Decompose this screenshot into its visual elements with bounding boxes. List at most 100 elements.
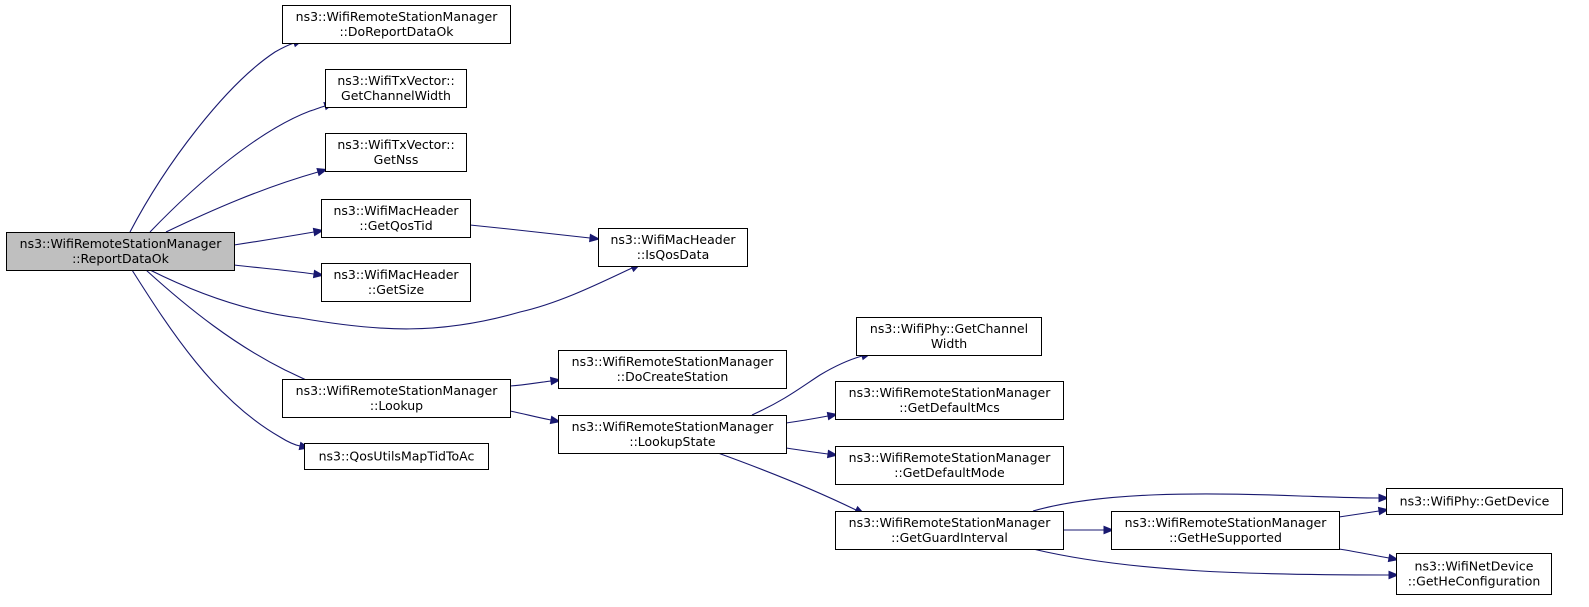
node-label: ns3::WifiNetDevice xyxy=(1415,559,1534,574)
node-phychw[interactable]: ns3::WifiPhy::GetChannelWidth xyxy=(856,317,1042,356)
node-box xyxy=(835,381,1064,420)
edge-arrowhead xyxy=(312,227,325,237)
edge-hesup-to-heconf xyxy=(1338,548,1400,563)
edges-layer xyxy=(129,39,1400,580)
node-getsize[interactable]: ns3::WifiMacHeader::GetSize xyxy=(321,263,471,302)
node-box xyxy=(1111,511,1340,550)
edge-arrowhead xyxy=(589,233,601,243)
node-label: ns3::WifiMacHeader xyxy=(333,203,459,218)
node-label: ::IsQosData xyxy=(637,247,709,262)
node-docreate[interactable]: ns3::WifiRemoteStationManager::DoCreateS… xyxy=(558,350,787,389)
node-label: ::ReportDataOk xyxy=(72,251,170,266)
edge-line xyxy=(1032,548,1390,576)
node-getnss[interactable]: ns3::WifiTxVector::GetNss xyxy=(325,133,467,172)
edge-line xyxy=(131,269,301,447)
node-label: ns3::WifiRemoteStationManager xyxy=(849,515,1052,530)
edge-report-to-lookup xyxy=(145,269,330,390)
edge-getqostid-to-isqos xyxy=(469,224,601,243)
edge-line xyxy=(149,105,326,233)
node-box xyxy=(835,446,1064,485)
edge-line xyxy=(785,415,829,424)
edge-line xyxy=(469,224,591,239)
node-label: ns3::WifiRemoteStationManager xyxy=(849,450,1052,465)
node-guard[interactable]: ns3::WifiRemoteStationManager::GetGuardI… xyxy=(835,511,1064,550)
node-box xyxy=(282,5,511,44)
edge-line xyxy=(509,410,552,421)
node-label: ns3::WifiMacHeader xyxy=(333,267,459,282)
node-box xyxy=(1396,553,1552,595)
node-label: ::GetHeSupported xyxy=(1169,530,1282,545)
node-isqos[interactable]: ns3::WifiMacHeader::IsQosData xyxy=(598,228,748,267)
edge-line xyxy=(1338,548,1390,559)
node-getchw[interactable]: ns3::WifiTxVector::GetChannelWidth xyxy=(325,69,467,108)
node-label: ::Lookup xyxy=(370,398,423,413)
edge-arrowhead xyxy=(316,167,328,177)
edge-lookup-to-docreate xyxy=(509,376,562,387)
node-label: Width xyxy=(931,336,967,351)
node-report[interactable]: ns3::WifiRemoteStationManager::ReportDat… xyxy=(6,232,235,271)
node-qosmap[interactable]: ns3::QosUtilsMapTidToAc xyxy=(304,443,489,470)
node-label: ns3::WifiPhy::GetChannel xyxy=(870,321,1028,336)
node-label: ::DoReportDataOk xyxy=(339,24,454,39)
node-getqostid[interactable]: ns3::WifiMacHeader::GetQosTid xyxy=(321,199,471,238)
node-lookupstate[interactable]: ns3::WifiRemoteStationManager::LookupSta… xyxy=(558,415,787,454)
edge-arrowhead xyxy=(826,411,839,421)
node-getdevice[interactable]: ns3::WifiPhy::GetDevice xyxy=(1386,488,1563,515)
edge-lookup-to-lookupstate xyxy=(509,410,562,425)
nodes-layer: ns3::WifiRemoteStationManager::ReportDat… xyxy=(6,5,1563,595)
node-box xyxy=(1386,488,1563,515)
edge-arrowhead xyxy=(549,376,562,386)
edge-lookupstate-to-defmode xyxy=(785,447,839,459)
node-label: ns3::WifiTxVector:: xyxy=(337,137,454,152)
node-label: ::DoCreateStation xyxy=(617,369,729,384)
node-defmcs[interactable]: ns3::WifiRemoteStationManager::GetDefaul… xyxy=(835,381,1064,420)
node-label: ns3::WifiRemoteStationManager xyxy=(20,236,223,251)
edge-line xyxy=(785,447,829,455)
node-heconf[interactable]: ns3::WifiNetDevice::GetHeConfiguration xyxy=(1396,553,1552,595)
node-box xyxy=(321,263,471,302)
node-label: GetNss xyxy=(374,152,419,167)
node-label: ns3::WifiRemoteStationManager xyxy=(572,354,775,369)
edge-line xyxy=(145,269,321,387)
node-box xyxy=(558,350,787,389)
node-label: ::LookupState xyxy=(629,434,716,449)
edge-report-to-getnss xyxy=(165,167,328,233)
edge-line xyxy=(165,171,319,233)
edge-guard-to-heconf xyxy=(1032,548,1400,580)
node-label: ns3::WifiRemoteStationManager xyxy=(296,383,499,398)
edge-arrowhead xyxy=(1103,525,1115,535)
edge-line xyxy=(717,452,857,511)
node-label: ns3::WifiRemoteStationManager xyxy=(849,385,1052,400)
node-label: ::GetDefaultMode xyxy=(894,465,1005,480)
edge-guard-to-getdevice xyxy=(1032,493,1390,512)
node-label: ns3::WifiRemoteStationManager xyxy=(296,9,499,24)
node-doreport[interactable]: ns3::WifiRemoteStationManager::DoReportD… xyxy=(282,5,511,44)
edge-lookupstate-to-defmcs xyxy=(785,411,839,424)
node-box xyxy=(835,511,1064,550)
edge-arrowhead xyxy=(1387,553,1400,563)
edge-report-to-getqostid xyxy=(233,227,325,246)
edge-arrowhead xyxy=(1388,570,1400,580)
node-label: ns3::QosUtilsMapTidToAc xyxy=(319,449,475,464)
node-label: ns3::WifiMacHeader xyxy=(610,232,736,247)
edge-report-to-getsize xyxy=(233,264,325,279)
node-label: ::GetDefaultMcs xyxy=(899,400,1000,415)
node-hesup[interactable]: ns3::WifiRemoteStationManager::GetHeSupp… xyxy=(1111,511,1340,550)
edge-line xyxy=(149,267,633,330)
node-label: ::GetGuardInterval xyxy=(891,530,1008,545)
edge-hesup-to-getdevice xyxy=(1338,506,1390,518)
node-label: ::GetSize xyxy=(368,282,425,297)
node-box xyxy=(856,317,1042,356)
edge-line xyxy=(1338,510,1380,518)
node-label: ns3::WifiRemoteStationManager xyxy=(572,419,775,434)
node-box xyxy=(325,133,467,172)
node-lookup[interactable]: ns3::WifiRemoteStationManager::Lookup xyxy=(282,379,511,418)
node-defmode[interactable]: ns3::WifiRemoteStationManager::GetDefaul… xyxy=(835,446,1064,485)
node-box xyxy=(304,443,489,470)
edge-arrowhead xyxy=(312,269,325,279)
edge-arrowhead xyxy=(549,415,562,425)
edge-line xyxy=(233,264,315,275)
edge-line xyxy=(509,380,552,387)
edge-line xyxy=(233,231,315,246)
